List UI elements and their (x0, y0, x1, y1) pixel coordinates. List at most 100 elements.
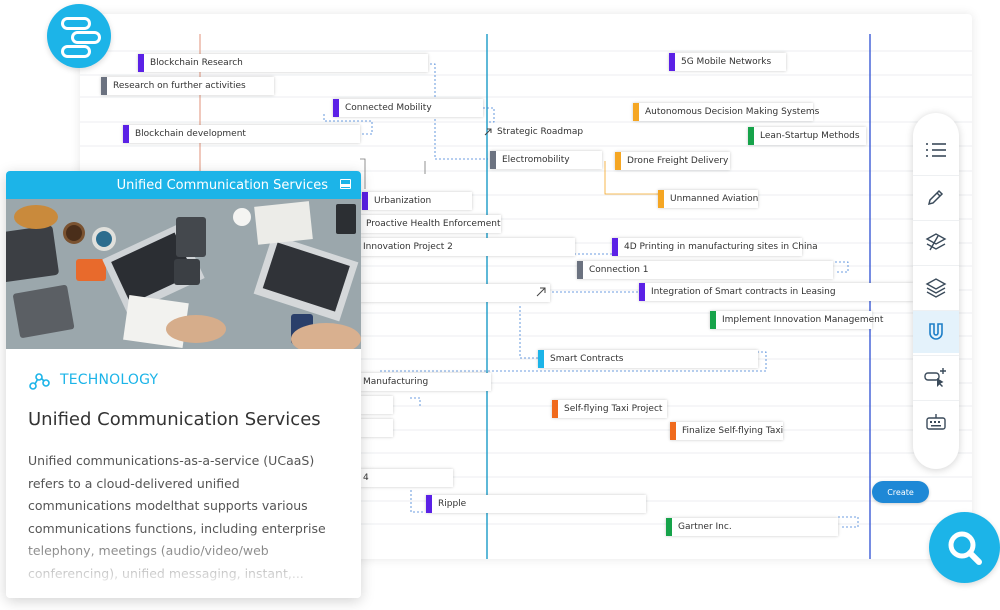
task-label: Blockchain Research (150, 58, 243, 68)
logo-bar (71, 31, 101, 44)
task-color-swatch (552, 400, 558, 418)
task-label: Implement Innovation Management (722, 315, 884, 325)
card-header: Unified Communication Services (6, 171, 361, 199)
card-header-title: Unified Communication Services (116, 177, 328, 193)
task-bar[interactable]: Blockchain Research (138, 54, 428, 72)
task-label: Research on further activities (113, 81, 246, 91)
task-label: Connected Mobility (345, 103, 432, 113)
task-label: 4 (363, 473, 369, 483)
task-label: Finalize Self-flying Taxi (682, 426, 784, 436)
task-label: Self-flying Taxi Project (564, 404, 663, 414)
task-label: Unmanned Aviation (670, 194, 759, 204)
magnet-icon (929, 323, 943, 340)
pencil-icon (927, 189, 944, 206)
technology-icon (29, 373, 50, 390)
list-tool-button[interactable] (913, 129, 959, 171)
list-icon (926, 143, 946, 157)
task-bar[interactable]: Lean-Startup Methods (748, 127, 866, 145)
task-bar[interactable]: Integration of Smart contracts in Leasin… (639, 283, 913, 301)
task-bar[interactable]: Unmanned Aviation (658, 190, 758, 208)
task-color-swatch (639, 283, 645, 301)
task-color-swatch (669, 53, 675, 71)
detail-card: Unified Communication Services (6, 171, 361, 598)
layers-link-icon (925, 233, 947, 251)
task-bar[interactable]: Connected Mobility (333, 99, 483, 117)
task-color-swatch (748, 127, 754, 145)
task-bar[interactable]: Connection 1 (577, 261, 833, 279)
keyboard-icon (926, 414, 946, 430)
layers-link-tool-button[interactable] (913, 220, 959, 263)
task-bar[interactable]: Finalize Self-flying Taxi (670, 422, 783, 440)
task-bar[interactable]: 5G Mobile Networks (669, 53, 786, 71)
task-color-swatch (670, 422, 676, 440)
task-color-swatch (710, 311, 716, 329)
strategic-roadmap-label: Strategic Roadmap (497, 127, 584, 137)
task-label: Electromobility (502, 155, 570, 165)
task-color-swatch (490, 151, 496, 169)
task-bar[interactable]: Blockchain development (123, 125, 360, 143)
task-label: Integration of Smart contracts in Leasin… (651, 287, 836, 297)
task-label: 4D Printing in manufacturing sites in Ch… (624, 242, 818, 252)
magnet-tool-button[interactable] (913, 310, 959, 353)
task-color-swatch (426, 495, 432, 513)
tool-palette (913, 113, 959, 469)
task-color-swatch (538, 350, 544, 368)
task-bar[interactable] (360, 396, 393, 414)
task-color-swatch (615, 152, 621, 170)
task-bar[interactable]: 4D Printing in manufacturing sites in Ch… (612, 238, 818, 256)
task-label: Lean-Startup Methods (760, 131, 860, 141)
task-bar[interactable]: Self-flying Taxi Project (552, 400, 667, 418)
card-image (6, 199, 361, 349)
strategic-roadmap-link[interactable]: Strategic Roadmap (483, 127, 583, 137)
add-cursor-tool-button[interactable] (913, 355, 959, 398)
task-bar[interactable]: 4 (360, 469, 453, 487)
task-label: Gartner Inc. (678, 522, 732, 532)
task-bar[interactable] (360, 419, 393, 437)
add-cursor-icon (924, 368, 946, 387)
task-bar[interactable]: Autonomous Decision Making Systems (633, 103, 819, 121)
layers-tool-button[interactable] (913, 265, 959, 308)
task-label: Blockchain development (135, 129, 246, 139)
task-bar[interactable]: Urbanization (362, 192, 472, 210)
task-label: Autonomous Decision Making Systems (645, 107, 820, 117)
pencil-tool-button[interactable] (913, 175, 959, 218)
task-label: Manufacturing (363, 377, 429, 387)
task-color-swatch (658, 190, 664, 208)
task-bar[interactable]: Ripple (426, 495, 646, 513)
solid-connectors (360, 158, 658, 195)
task-color-swatch (362, 192, 368, 210)
logo-bar (61, 17, 91, 30)
task-bar[interactable]: Innovation Project 2 (360, 238, 575, 256)
task-bar[interactable]: Manufacturing (360, 373, 491, 391)
task-bar[interactable]: Proactive Health Enforcement (360, 215, 501, 233)
app-logo (47, 4, 111, 68)
arrow-diagonal-icon (536, 287, 546, 297)
task-color-swatch (633, 103, 639, 121)
task-bar[interactable]: Smart Contracts (538, 350, 758, 368)
task-label: Drone Freight Delivery (627, 156, 729, 166)
task-bar[interactable]: Research on further activities (101, 77, 274, 95)
task-label: Urbanization (374, 196, 432, 206)
task-label: Smart Contracts (550, 354, 624, 364)
task-color-swatch (138, 54, 144, 72)
task-bar[interactable] (360, 284, 550, 302)
task-color-swatch (333, 99, 339, 117)
window-icon[interactable] (340, 179, 351, 189)
keyboard-tool-button[interactable] (913, 400, 959, 443)
task-color-swatch (123, 125, 129, 143)
card-category: TECHNOLOGY (28, 369, 158, 391)
task-label: Connection 1 (589, 265, 649, 275)
task-color-swatch (101, 77, 107, 95)
logo-bar (61, 45, 91, 58)
card-fade-overlay (6, 531, 361, 598)
task-bar[interactable]: Electromobility (490, 151, 602, 169)
task-bar[interactable]: Implement Innovation Management (710, 311, 883, 329)
create-button[interactable]: Create (872, 481, 929, 503)
search-button[interactable] (929, 512, 1000, 583)
task-bar[interactable]: Drone Freight Delivery (615, 152, 730, 170)
task-label: Ripple (438, 499, 467, 509)
task-bar[interactable]: Gartner Inc. (666, 518, 838, 536)
layers-icon (925, 278, 947, 298)
task-color-swatch (612, 238, 618, 256)
task-label: Proactive Health Enforcement (366, 219, 501, 229)
